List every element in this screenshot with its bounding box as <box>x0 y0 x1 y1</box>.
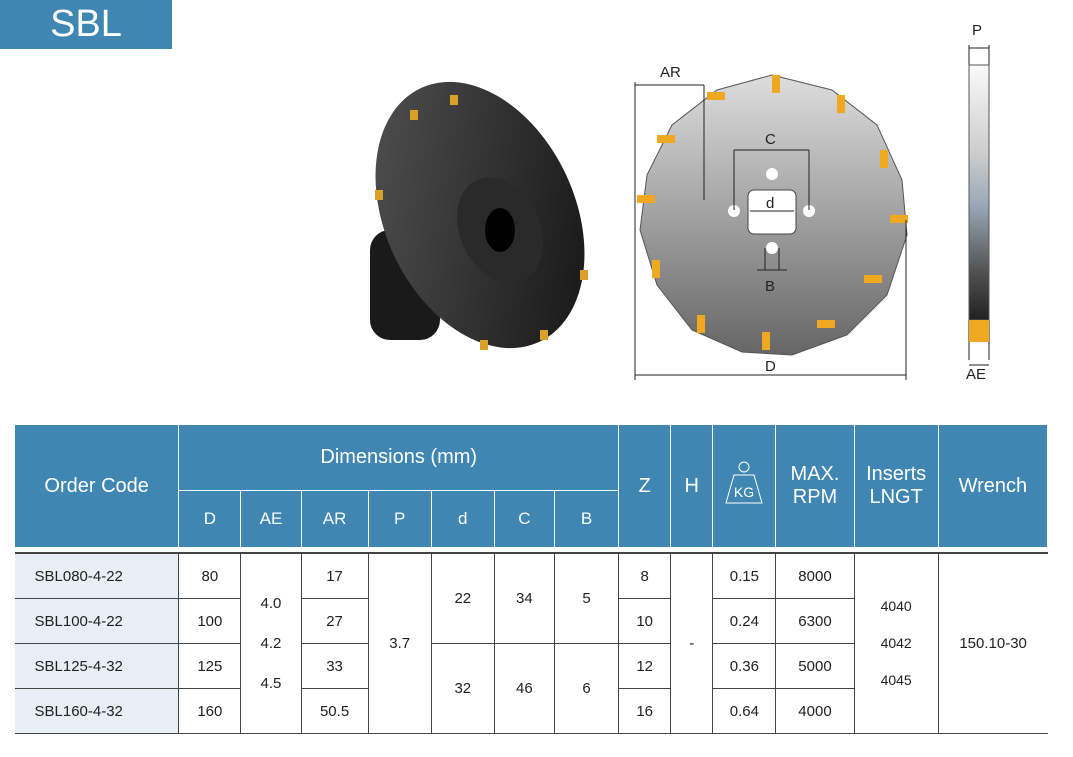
specifications-table: Order Code Dimensions (mm) Z H KG MAX.RP… <box>13 424 1049 734</box>
table-row: SBL160-4-32 160 50.5 16 0.64 4000 <box>14 688 1048 734</box>
cell-c: 46 <box>493 643 555 734</box>
label-p: P <box>972 22 983 39</box>
order-code: SBL160-4-32 <box>14 688 180 734</box>
header-d: D <box>178 490 242 548</box>
cell-weight: 0.36 <box>712 643 777 689</box>
cell-ar: 33 <box>300 643 369 689</box>
header-c: C <box>493 490 555 548</box>
cell-z: 10 <box>618 598 672 644</box>
cell-z: 8 <box>618 552 672 599</box>
label-ar: AR <box>660 64 681 81</box>
cell-rpm: 6300 <box>775 598 855 644</box>
cell-z: 12 <box>618 643 672 689</box>
header-ae: AE <box>240 490 302 548</box>
order-code: SBL125-4-32 <box>14 643 180 689</box>
cell-bore-d: 22 <box>430 552 495 644</box>
cell-rpm: 4000 <box>775 688 855 734</box>
header-dimensions: Dimensions (mm) <box>178 424 620 491</box>
header-b: B <box>553 490 620 548</box>
cell-h: - <box>670 552 714 734</box>
header-bore-d: d <box>430 490 495 548</box>
weight-icon: KG <box>725 461 764 504</box>
header-max-rpm: MAX.RPM <box>775 424 855 548</box>
cell-z: 16 <box>618 688 672 734</box>
cell-b: 5 <box>553 552 620 644</box>
header-z: Z <box>618 424 672 548</box>
cell-wrench: 150.10-30 <box>937 552 1048 734</box>
cell-b: 6 <box>553 643 620 734</box>
cell-d: 80 <box>178 552 242 599</box>
cell-ar: 27 <box>300 598 369 644</box>
cell-bore-d: 32 <box>430 643 495 734</box>
header-weight: KG <box>712 424 777 548</box>
cell-weight: 0.15 <box>712 552 777 599</box>
header-p: P <box>367 490 432 548</box>
cell-d: 125 <box>178 643 242 689</box>
cell-d: 160 <box>178 688 242 734</box>
cell-ar: 50.5 <box>300 688 369 734</box>
front-view-drawing <box>634 74 908 380</box>
cutter-photo <box>370 81 588 350</box>
order-code: SBL100-4-22 <box>14 598 180 644</box>
header-h: H <box>670 424 714 548</box>
header-ar: AR <box>300 490 369 548</box>
table-row: SBL125-4-32 125 33 32 46 6 12 0.36 5000 <box>14 643 1048 734</box>
cell-ar: 17 <box>300 552 369 599</box>
cell-d: 100 <box>178 598 242 644</box>
order-code: SBL080-4-22 <box>14 552 180 599</box>
header-order-code: Order Code <box>13 424 180 548</box>
label-b: B <box>765 278 776 295</box>
table-row: SBL100-4-22 100 27 10 0.24 6300 <box>14 598 1048 644</box>
weight-icon-text: KG <box>734 484 754 500</box>
cell-rpm: 5000 <box>775 643 855 689</box>
label-diameter: D <box>765 358 776 375</box>
cell-c: 34 <box>493 552 555 644</box>
cell-weight: 0.24 <box>712 598 777 644</box>
cell-p: 3.7 <box>367 552 432 734</box>
side-view-drawing <box>968 45 990 366</box>
cell-weight: 0.64 <box>712 688 777 734</box>
label-c: C <box>765 131 776 148</box>
header-wrench: Wrench <box>937 424 1049 548</box>
label-d-bore: d <box>766 195 775 212</box>
label-ae: AE <box>966 366 987 383</box>
series-title: SBL <box>0 0 172 49</box>
cell-rpm: 8000 <box>775 552 855 599</box>
